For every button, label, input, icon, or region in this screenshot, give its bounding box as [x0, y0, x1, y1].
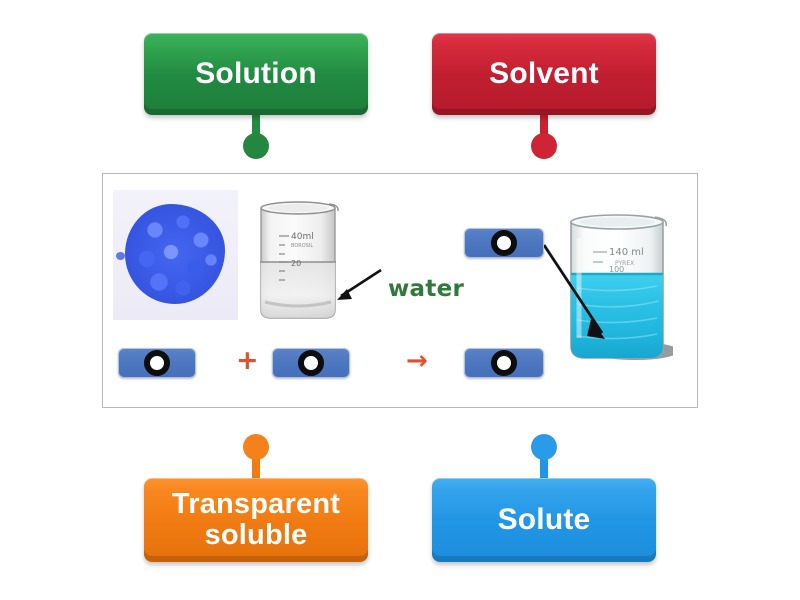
connector-solvent: [531, 113, 557, 161]
crystal-speck: [116, 252, 125, 260]
connector-stem: [252, 113, 260, 141]
svg-text:20: 20: [291, 259, 301, 268]
label-line-2: soluble: [204, 519, 308, 551]
arrow-operator: →: [406, 346, 428, 376]
connector-stem: [540, 452, 548, 482]
connector-solute: [531, 434, 557, 482]
connector-transparent-soluble: [243, 434, 269, 482]
blue-solution-beaker: 140 ml PYREX 100: [563, 208, 679, 368]
blue-beaker-svg: 140 ml PYREX 100: [570, 214, 679, 360]
svg-text:40ml: 40ml: [291, 232, 314, 242]
svg-text:BOROSIL: BOROSIL: [291, 243, 313, 249]
label-button-transparent-soluble-text: Transparent soluble: [164, 487, 348, 552]
dropzone-solute-target[interactable]: [118, 348, 196, 378]
label-button-transparent-soluble[interactable]: Transparent soluble: [144, 478, 368, 562]
label-line-1: Transparent: [171, 487, 341, 520]
dropzone-solvent-target[interactable]: [272, 348, 350, 378]
clear-water-beaker: 40ml BOROSIL 20: [255, 198, 341, 323]
svg-text:PYREX: PYREX: [615, 260, 634, 267]
connector-dot: [531, 434, 557, 460]
connector-dot: [243, 434, 269, 460]
label-button-solute-text: Solute: [497, 502, 591, 536]
connector-dot: [531, 133, 557, 159]
connector-dot: [243, 133, 269, 159]
crystal-pile: [125, 204, 225, 304]
svg-text:100: 100: [609, 265, 624, 274]
clear-beaker-svg: 40ml BOROSIL 20: [260, 201, 339, 319]
plus-operator: +: [236, 345, 259, 376]
target-ring-icon: [491, 350, 517, 376]
label-button-solvent-text: Solvent: [489, 56, 599, 90]
blue-crystals-photo: [113, 190, 238, 320]
target-ring-icon: [144, 350, 170, 376]
connector-stem: [540, 113, 548, 141]
svg-text:140 ml: 140 ml: [609, 247, 644, 258]
connector-stem: [252, 452, 260, 482]
dropzone-transparent-soluble-target[interactable]: [464, 348, 544, 378]
target-ring-icon: [491, 230, 517, 256]
label-button-solute[interactable]: Solute: [432, 478, 656, 562]
water-label: water: [388, 276, 465, 302]
dropzone-solution-target[interactable]: [464, 228, 544, 258]
label-button-solution[interactable]: Solution: [144, 33, 368, 115]
label-button-solution-text: Solution: [195, 56, 317, 90]
connector-solution: [243, 113, 269, 161]
target-ring-icon: [298, 350, 324, 376]
label-button-solvent[interactable]: Solvent: [432, 33, 656, 115]
